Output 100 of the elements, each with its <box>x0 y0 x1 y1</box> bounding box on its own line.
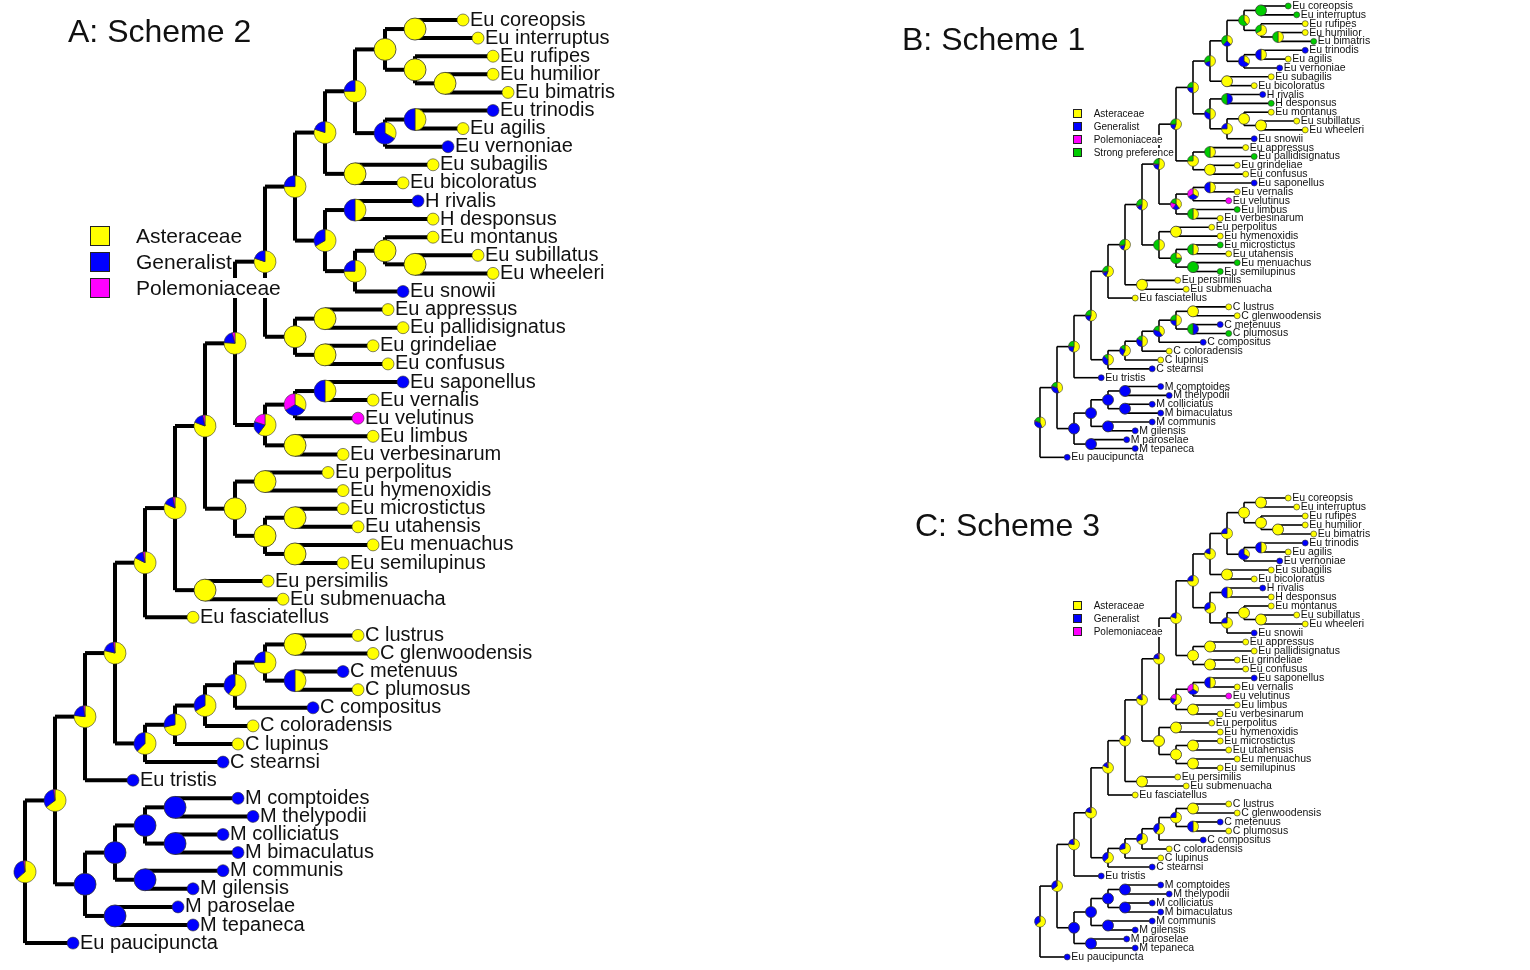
taxon-label: M paroselae <box>185 896 296 916</box>
taxon-label: Eu microstictus <box>1224 735 1296 745</box>
taxon-label: C lustrus <box>1232 300 1275 311</box>
taxon-label: Eu confusus <box>1249 663 1308 673</box>
taxon-label: Eu submenuacha <box>1190 780 1272 790</box>
taxon-label: M colliciatus <box>230 824 339 843</box>
taxon-label: Eu interruptus <box>1300 501 1367 511</box>
taxon-label: Eu saponellus <box>410 371 536 391</box>
taxon-label: H desponsus <box>440 208 557 228</box>
taxon-label: Eu semilupinus <box>1224 762 1296 772</box>
taxon-label: Eu grindeliae <box>380 335 497 355</box>
taxon-label: Eu coreopsis <box>1292 492 1353 502</box>
taxon-label: Eu perpolitus <box>335 462 452 481</box>
taxon-label: Eu hymenoxidis <box>1224 726 1299 736</box>
taxon-label: Eu verbesinarum <box>1224 212 1304 223</box>
taxon-label: C lupinus <box>1164 354 1209 364</box>
legend-label: Asteraceae <box>1093 108 1145 119</box>
taxon-label: M tepaneca <box>1139 942 1195 952</box>
taxon-label: Eu subillatus <box>1300 609 1361 619</box>
taxon-label: Eu wheeleri <box>1309 123 1365 134</box>
taxon-label: Eu velutinus <box>1232 690 1290 700</box>
taxon-label: Eu subagilis <box>440 154 548 174</box>
taxon-label: Eu verbesinarum <box>1224 708 1304 718</box>
legend-label: Polemoniaceae <box>1093 626 1163 637</box>
taxon-label: Eu limbus <box>1241 203 1288 214</box>
taxon-label: C compositus <box>1207 336 1271 347</box>
legend-label: Generalist <box>1093 613 1140 624</box>
taxon-label: Eu tristis <box>1105 870 1146 880</box>
taxon-label: Eu bimatris <box>1317 528 1371 538</box>
taxon-label: C compositus <box>320 697 442 717</box>
taxon-label: M colliciatus <box>1156 897 1214 907</box>
taxon-label: H desponsus <box>1275 591 1337 601</box>
legend-label: Asteraceae <box>136 226 243 246</box>
taxon-label: Eu velutinus <box>1232 194 1290 205</box>
legend-label: Asteraceae <box>1093 600 1145 611</box>
taxon-label: Eu perpolitus <box>1215 717 1277 727</box>
taxon-label: Eu appressus <box>395 299 518 319</box>
taxon-label: Eu saponellus <box>1258 672 1325 682</box>
taxon-label: C coloradensis <box>260 715 393 735</box>
taxon-label: Eu semilupinus <box>1224 265 1296 276</box>
taxon-label: M colliciatus <box>1156 398 1214 409</box>
taxon-label: Eu fasciatellus <box>1139 292 1207 303</box>
taxon-label: C compositus <box>1207 834 1271 844</box>
taxon-label: Eu utahensis <box>365 516 481 536</box>
taxon-label: M thelypodii <box>1173 888 1230 898</box>
taxon-label: M communis <box>1156 915 1216 925</box>
taxon-label: Eu vernalis <box>1241 681 1294 691</box>
taxon-label: Eu montanus <box>1275 106 1338 117</box>
taxon-label: M comptoides <box>1164 879 1231 889</box>
taxon-label: Eu hymenoxidis <box>1224 230 1299 241</box>
taxon-label: Eu vernoniae <box>1283 555 1346 565</box>
taxon-label: Eu fasciatellus <box>200 606 329 626</box>
taxon-label: Eu semilupinus <box>350 552 486 572</box>
taxon-label: M comptoides <box>1164 380 1231 391</box>
taxon-label: Eu snowii <box>1258 627 1304 637</box>
taxon-label: C lupinus <box>1164 852 1209 862</box>
taxon-label: Eu verbesinarum <box>350 443 502 463</box>
taxon-label: C stearnsi <box>1156 861 1204 871</box>
taxon-label: C lupinus <box>245 733 329 753</box>
taxon-label: Eu submenuacha <box>1190 283 1272 294</box>
taxon-label: Eu confusus <box>1249 168 1308 179</box>
taxon-label: Eu agilis <box>470 118 546 138</box>
taxon-label: Eu persimilis <box>1181 771 1242 781</box>
taxon-label: C coloradensis <box>1173 345 1243 356</box>
taxon-label: C coloradensis <box>1173 843 1243 853</box>
taxon-label: Eu subillatus <box>1300 115 1361 126</box>
taxon-label: C glenwoodensis <box>1241 807 1322 817</box>
taxon-label: C metenuus <box>1224 816 1281 826</box>
taxon-label: M comptoides <box>245 787 370 807</box>
taxon-label: Eu agilis <box>1292 546 1332 556</box>
taxon-label: Eu paucipuncta <box>1071 451 1144 462</box>
taxon-label: C glenwoodensis <box>1241 309 1322 320</box>
taxon-label: Eu microstictus <box>350 498 486 518</box>
taxon-label: Eu coreopsis <box>470 9 586 29</box>
taxon-label: Eu appressus <box>1249 636 1314 646</box>
taxon-label: M bimaculatus <box>1164 906 1233 916</box>
taxon-label: H rivalis <box>1266 88 1305 99</box>
taxon-label: Eu trinodis <box>500 100 595 119</box>
taxon-label: Eu bicoloratus <box>410 172 537 192</box>
taxon-label: Eu wheeleri <box>1309 618 1365 628</box>
taxon-label: H rivalis <box>1266 582 1305 592</box>
taxon-label: Eu bimatris <box>1317 35 1371 46</box>
taxon-label: Eu persimilis <box>1181 274 1242 285</box>
taxon-label: M communis <box>230 860 344 880</box>
taxon-label: Eu grindeliae <box>1241 654 1303 664</box>
taxon-label: Eu montanus <box>1275 600 1338 610</box>
taxon-label: Eu bimatris <box>515 81 616 101</box>
taxon-label: Eu subillatus <box>485 244 599 264</box>
taxon-label: M thelypodii <box>1173 389 1230 400</box>
taxon-label: Eu utahensis <box>1232 247 1294 258</box>
taxon-label: M paroselae <box>1130 933 1189 943</box>
taxon-label: M bimaculatus <box>1164 407 1233 418</box>
taxon-label: C plumosus <box>365 679 471 699</box>
panel-title: A: Scheme 2 <box>68 16 252 46</box>
taxon-label: Eu vernoniae <box>455 136 573 156</box>
legend-label: Strong preference <box>1093 147 1174 158</box>
taxon-label: Eu subagilis <box>1275 70 1332 81</box>
taxon-label: Eu trinodis <box>1309 537 1359 547</box>
taxon-label: Eu paucipuncta <box>1071 951 1144 961</box>
taxon-label: H rivalis <box>425 190 497 210</box>
